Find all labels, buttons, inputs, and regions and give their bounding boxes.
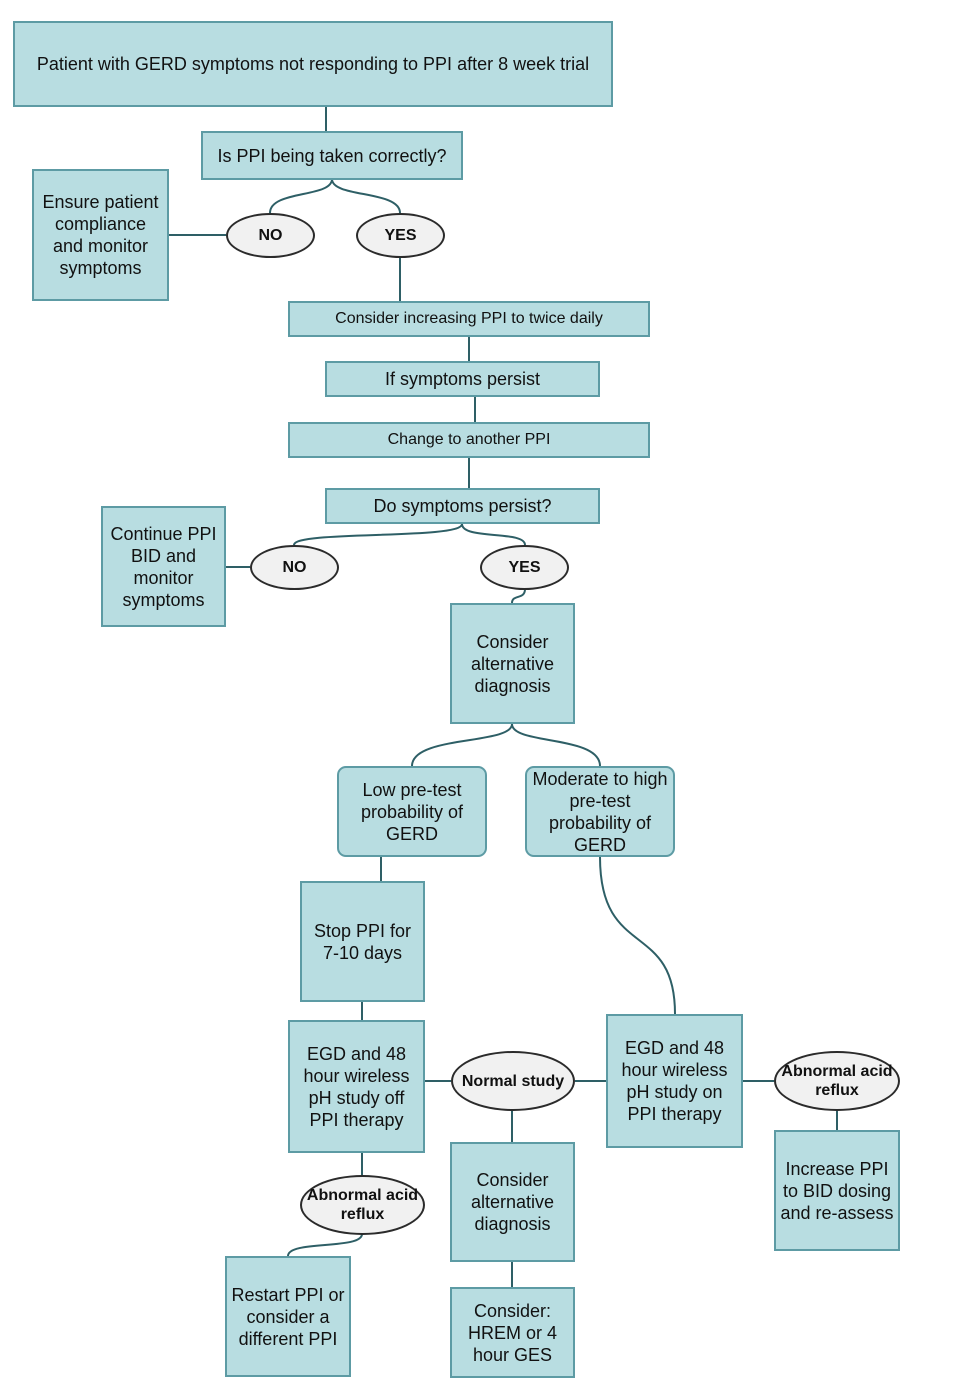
start-node: Patient with GERD symptoms not respondin… — [13, 21, 613, 107]
no-oval-1: NO — [226, 213, 315, 258]
alternative-diagnosis-node-1: Consider alternative diagnosis — [450, 603, 575, 724]
restart-ppi-node: Restart PPI or consider a different PPI — [225, 1256, 351, 1377]
high-pretest-probability-node: Moderate to high pre-test probability of… — [525, 766, 675, 857]
alternative-diagnosis-node-2: Consider alternative diagnosis — [450, 1142, 575, 1262]
no-oval-2: NO — [250, 545, 339, 590]
increase-twice-daily-node: Consider increasing PPI to twice daily — [288, 301, 650, 337]
change-ppi-node: Change to another PPI — [288, 422, 650, 458]
connector-question-no2 — [293, 523, 463, 546]
yes-oval-1: YES — [356, 213, 445, 258]
connector-alt-high — [511, 723, 601, 767]
if-symptoms-persist-node: If symptoms persist — [325, 361, 600, 397]
connector-alt-low — [411, 723, 513, 767]
connector-abnormal-restart — [287, 1233, 363, 1257]
continue-bid-node: Continue PPI BID and monitor symptoms — [101, 506, 226, 627]
egd-on-ppi-node: EGD and 48 hour wireless pH study on PPI… — [606, 1014, 743, 1148]
connector-question-yes — [331, 178, 401, 214]
question-symptoms-persist: Do symptoms persist? — [325, 488, 600, 524]
abnormal-reflux-oval-left: Abnormal acid reflux — [300, 1175, 425, 1235]
connector-question-no — [269, 178, 333, 214]
connector-high-egd-on — [599, 856, 676, 1015]
egd-off-ppi-node: EGD and 48 hour wireless pH study off PP… — [288, 1020, 425, 1153]
low-pretest-probability-node: Low pre-test probability of GERD — [337, 766, 487, 857]
increase-bid-node: Increase PPI to BID dosing and re-assess — [774, 1130, 900, 1251]
normal-study-oval: Normal study — [451, 1051, 575, 1111]
question-ppi-taken-correctly: Is PPI being taken correctly? — [201, 131, 463, 180]
consider-hrem-node: Consider: HREM or 4 hour GES — [450, 1287, 575, 1378]
abnormal-reflux-oval-right: Abnormal acid reflux — [774, 1051, 900, 1111]
ensure-compliance-node: Ensure patient compliance and monitor sy… — [32, 169, 169, 301]
yes-oval-2: YES — [480, 545, 569, 590]
connector-question-yes2 — [461, 523, 526, 546]
stop-ppi-node: Stop PPI for 7-10 days — [300, 881, 425, 1002]
connector-yes2-alt — [511, 588, 526, 604]
